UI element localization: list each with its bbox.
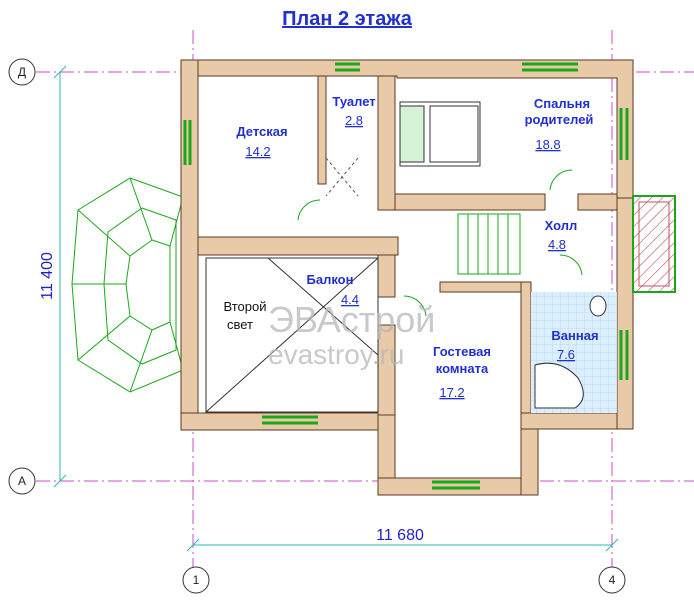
room-tualet: Туалет 2.8 [332, 94, 375, 128]
svg-text:ЭВАстрой: ЭВАстрой [268, 299, 435, 340]
svg-text:4.8: 4.8 [548, 237, 566, 252]
svg-text:evastroy.ru: evastroy.ru [268, 339, 404, 370]
svg-text:Холл: Холл [545, 218, 578, 233]
svg-text:4.4: 4.4 [341, 292, 359, 307]
svg-text:Туалет: Туалет [332, 94, 375, 109]
axis-bubble-right: 4 [598, 566, 626, 594]
axis-bubble-top: Д [8, 58, 36, 86]
svg-text:4: 4 [609, 573, 616, 587]
toilet-door-cross [325, 157, 359, 197]
svg-text:17.2: 17.2 [439, 385, 464, 400]
svg-text:А: А [18, 474, 26, 488]
svg-text:Гостевая: Гостевая [433, 344, 491, 359]
svg-text:2.8: 2.8 [345, 113, 363, 128]
room-spalnya: Спальня родителей 18.8 [525, 96, 594, 152]
svg-text:Второй: Второй [224, 299, 267, 314]
axis-bubble-left: 1 [182, 566, 210, 594]
svg-text:11 680: 11 680 [376, 527, 424, 544]
svg-text:1: 1 [193, 573, 200, 587]
room-holl: Холл 4.8 [545, 218, 578, 252]
room-vannaya: Ванная 7.6 [551, 328, 598, 362]
second-light-void [205, 257, 379, 413]
room-detskaya: Детская 14.2 [236, 124, 287, 159]
svg-text:Ванная: Ванная [551, 328, 598, 343]
balcony-hatched [632, 195, 676, 293]
svg-text:11 400: 11 400 [39, 252, 56, 300]
svg-text:Д: Д [18, 65, 26, 79]
svg-text:свет: свет [227, 317, 253, 332]
room-balkon: Балкон 4.4 [307, 272, 360, 307]
svg-text:Спальня: Спальня [534, 96, 590, 111]
svg-text:14.2: 14.2 [245, 144, 270, 159]
dimension-horizontal: 11 680 [186, 527, 619, 552]
toilet-icon [589, 295, 607, 317]
bathtub-icon [534, 362, 584, 409]
svg-text:родителей: родителей [525, 112, 594, 127]
svg-text:18.8: 18.8 [535, 137, 560, 152]
plan-title: План 2 этажа [282, 8, 412, 30]
svg-text:7.6: 7.6 [557, 347, 575, 362]
svg-text:Детская: Детская [236, 124, 287, 139]
svg-text:комната: комната [436, 361, 489, 376]
bed-icon [399, 101, 481, 167]
staircase [457, 213, 521, 275]
door-arcs [297, 169, 583, 317]
room-gostevaya: Гостевая комната 17.2 [433, 344, 491, 400]
bay-window-octagon [71, 177, 184, 393]
axis-bubble-bottom: А [8, 467, 36, 495]
second-light-label: Второй свет [224, 299, 267, 332]
svg-text:Балкон: Балкон [307, 272, 354, 287]
dimension-vertical: 11 400 [39, 65, 67, 488]
watermark: ЭВАстрой evastroy.ru [268, 299, 435, 370]
windows [183, 62, 629, 490]
